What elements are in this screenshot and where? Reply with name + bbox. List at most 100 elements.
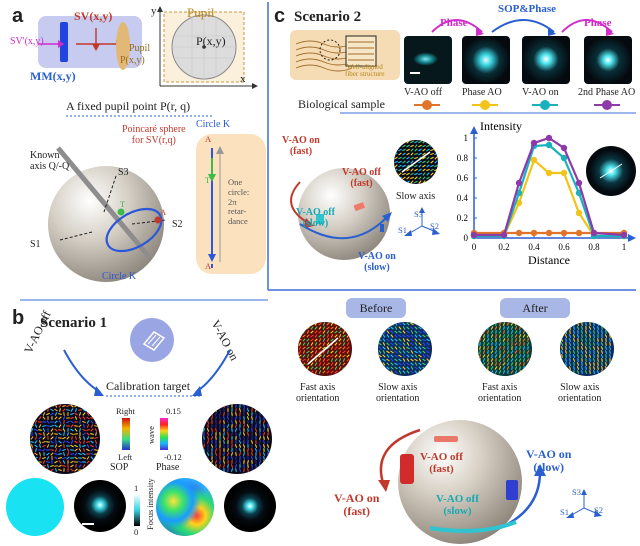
psf-c-phase-ao [462,36,510,84]
pupil-point-label: P(x,y) [196,34,226,48]
fixed-pupil-point: A fixed pupil point P(r, q) [66,99,191,113]
series-3-point-5 [560,144,568,152]
legend-label-3: 2nd Phase AO [578,87,636,98]
sop-left-label: Left [118,452,133,462]
before-slow-field [378,322,432,376]
phase-top-value: 0.15 [166,406,181,416]
series-3-point-3 [530,139,538,147]
series-1-point-3 [530,156,538,164]
legend-label-1: Phase AO [462,87,502,98]
box-t: T [205,175,211,185]
top-arrows [431,19,614,36]
phase-arrow-2-label: Phase [584,17,612,29]
c-s1: S1 [398,225,407,235]
one-circle-text: One circle: 2π retar- dance [228,177,250,227]
aligned-fiber-label: Well-aligned fiber structure [345,63,385,79]
c-sphere-overlay [290,181,392,240]
series-0-point-6 [575,229,583,237]
psf-scale-bar [82,523,94,525]
series-0-point-2 [515,229,523,237]
phase-wave-label: wave [146,426,156,444]
calibration-icon-hatch [142,331,166,351]
b-curved-arrows [63,349,231,396]
legend-label-0: V-AO off [404,87,443,98]
series-1-point-6 [575,209,583,217]
pupil-axis-y: y [151,5,157,17]
sop-label: SOP [110,462,129,473]
panel-b-letter: b [12,307,25,329]
big-s1: S1 [560,507,569,517]
phase-correction-disk [156,478,214,536]
after-slow-label: Slow axis orientation [558,382,602,404]
psf-c-vao-off [404,36,452,84]
phase-label: Phase [156,462,180,473]
big-stokes-axes [566,489,602,518]
after-fast-label: Fast axis orientation [478,382,522,404]
psf-c-scalebar [410,72,420,74]
circle-k-box-arrows [208,146,224,268]
x-axis-arrow [628,234,636,242]
legend-dot-2 [540,100,550,110]
legend-dot-0 [422,100,432,110]
psf-vao-on [224,480,276,532]
big-s3: S3 [572,487,581,497]
sop-right-label: Right [116,406,135,416]
phase-bottom-value: -0.12 [164,452,182,462]
big-vao-off-slow: V-AO off (slow) [436,493,479,517]
c-stokes-axes [404,207,440,236]
s2-label: S2 [172,219,183,230]
series-0-point-4 [545,229,553,237]
sop-phase-label: SOP&Phase [498,3,557,15]
y-tick-4: 0.8 [457,153,469,163]
s3-label: S3 [118,167,129,178]
x-tick-1: 0.2 [498,242,509,252]
poincare-overlay [56,146,167,260]
psf-c-2nd-phase-ao [584,36,632,84]
big-poincare-sphere [398,420,522,544]
flat-phase-disk [6,478,64,536]
scenario-2-title: Scenario 2 [294,9,362,25]
box-a-top: A [205,134,212,144]
series-3-point-4 [545,134,553,142]
fixed-point-underline [66,115,214,117]
circle-k-box [196,134,266,274]
sop-map-vao-on [202,404,272,474]
box-a-bottom: A [205,261,212,271]
pupil-lens-point: P(x,y) [120,55,145,66]
series-3-point-6 [575,179,583,187]
big-s2: S2 [594,505,603,515]
focus-zero: 0 [134,527,139,537]
legend-label-2: V-AO on [522,87,559,98]
big-sphere-overlay [378,428,546,533]
a-label: A [160,207,167,217]
panel-c-letter: c [274,5,286,27]
calibration-target-label: Calibration target [106,379,191,393]
poincare-title: Poincaré sphere for SV(r,q) [122,124,186,146]
series-3-point-1 [500,231,508,239]
s1-label: S1 [30,239,41,250]
phase-arrow-1-label: Phase [440,17,468,29]
pupil-plane [157,6,258,89]
y-tick-0: 0 [464,233,469,243]
series-0-point-5 [560,229,568,237]
bio-sample-label: Biological sample [298,97,385,111]
chart-title: Intensity [480,120,522,133]
c-vao-off-slow: V-AO off (slow) [296,207,335,229]
sv-label: SV(x,y) [74,9,113,23]
sop-colorbar [122,418,130,450]
c-s3: S3 [414,209,423,219]
after-badge: After [500,298,570,318]
series-3-point-7 [590,229,598,237]
y-axis-arrow [470,126,478,134]
c-vao-on-fast: V-AO on (fast) [282,135,320,157]
y-tick-2: 0.4 [457,193,469,203]
focus-intensity-label: Focus intensity [145,478,155,530]
t-label: T [120,199,126,209]
after-slow-field [560,322,614,376]
bio-sample-box [290,30,400,80]
y-tick-5: 1 [464,133,469,143]
slow-axis-field [394,140,438,184]
pupil-lens-label: Pupil [129,43,151,54]
slow-axis-label: Slow axis [396,191,436,202]
